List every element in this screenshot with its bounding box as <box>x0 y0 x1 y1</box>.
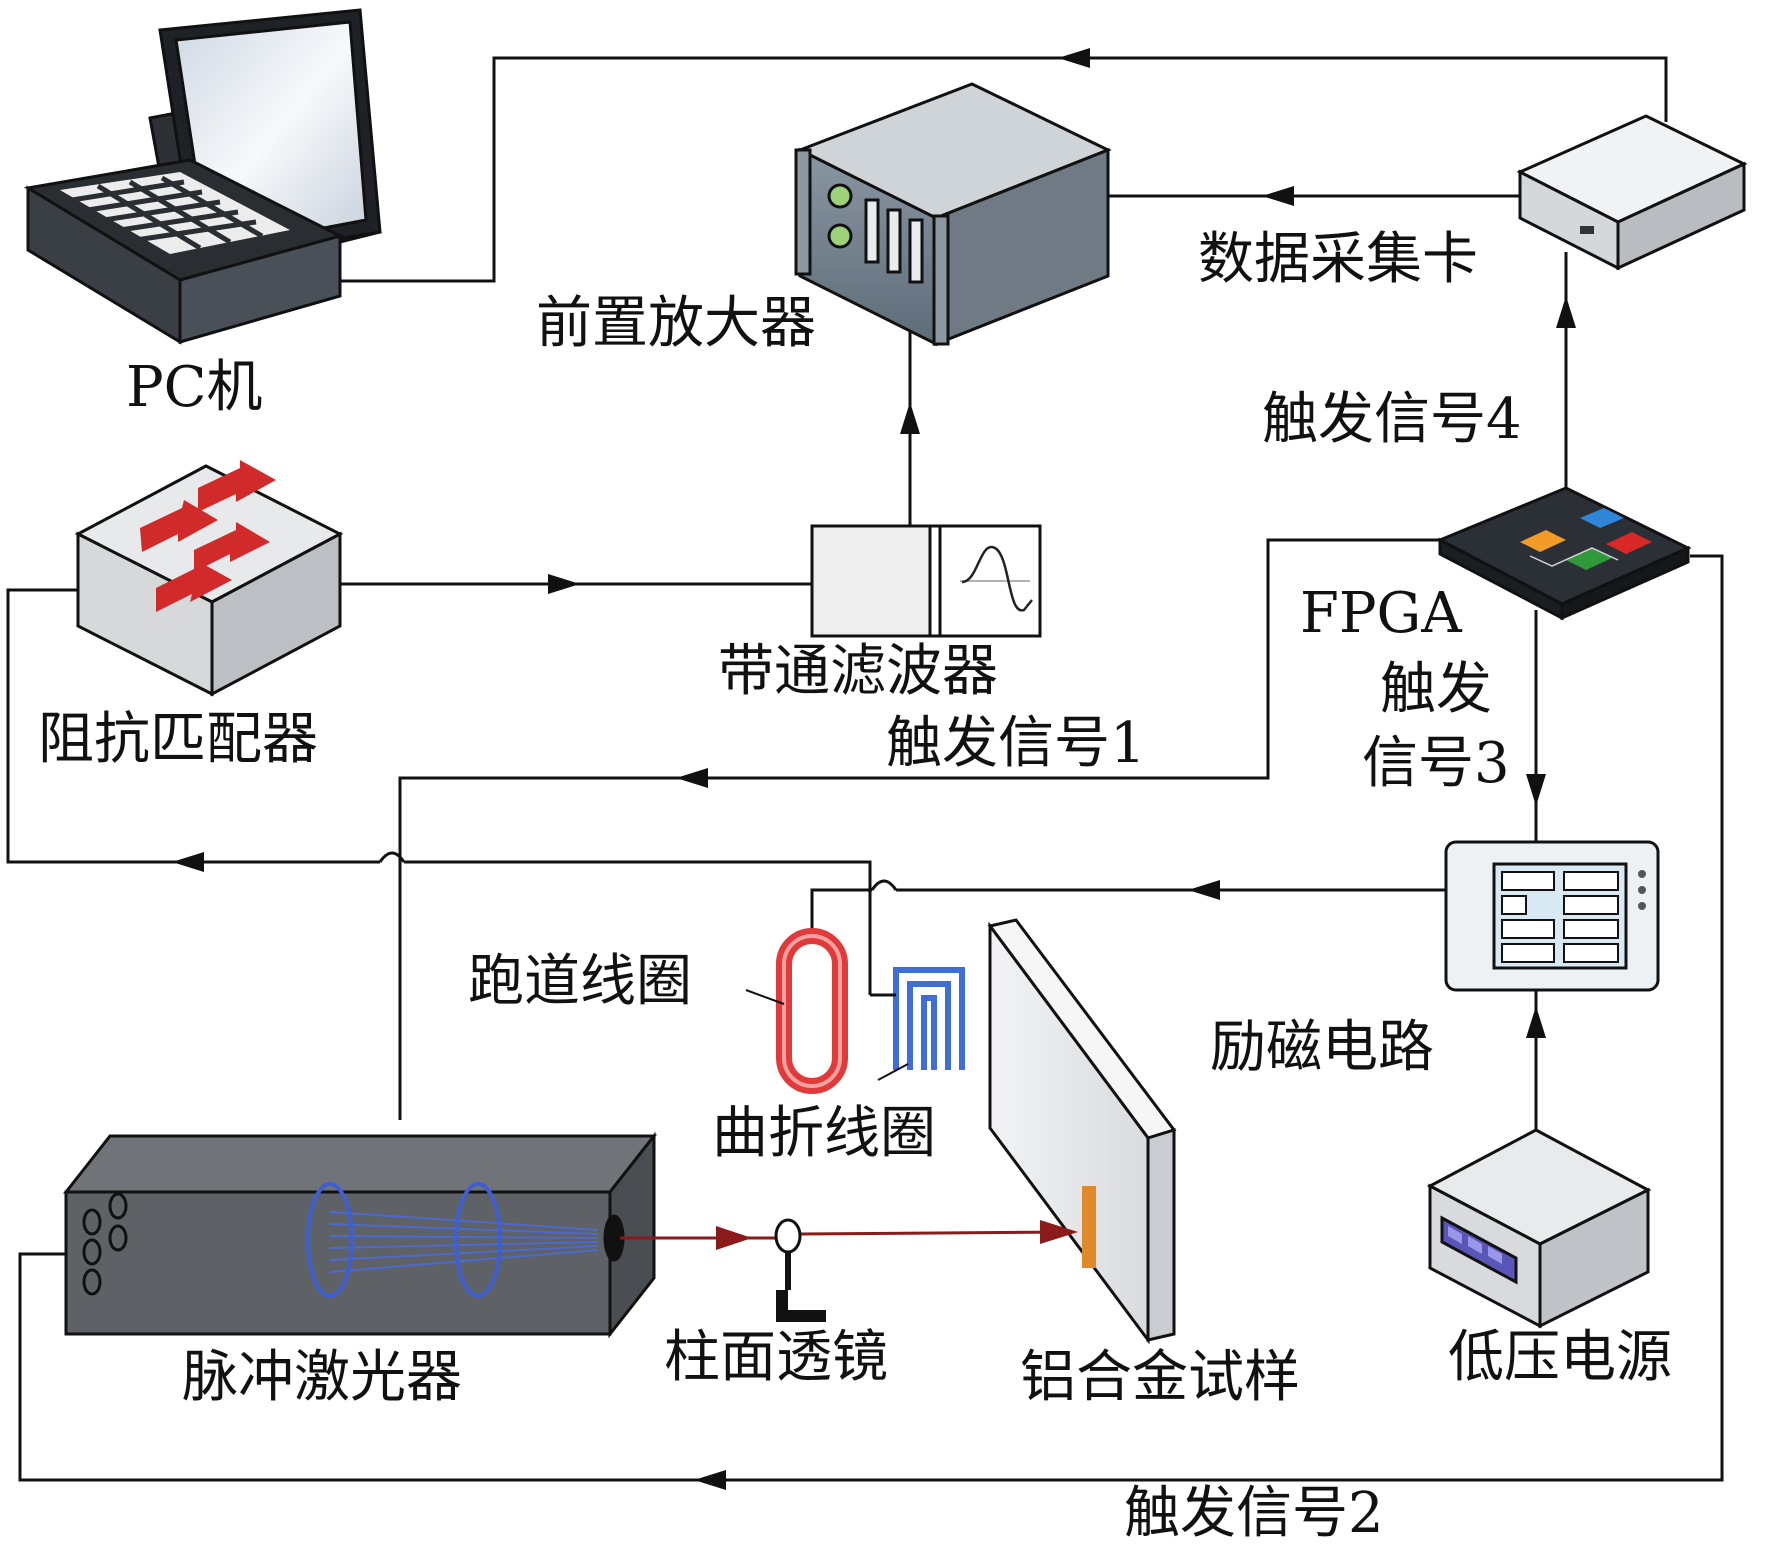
plate-icon <box>987 918 1177 1345</box>
arrow-trigger3 <box>1526 774 1546 806</box>
daq-label: 数据采集卡 <box>1198 227 1478 292</box>
excitation-circuit-label: 励磁电路 <box>1210 1015 1434 1080</box>
laser-box-icon <box>62 1131 658 1339</box>
trigger2-label: 触发信号2 <box>1124 1481 1384 1546</box>
trigger1-label: 触发信号1 <box>886 711 1146 776</box>
arrow-trigger1 <box>676 768 708 788</box>
arrowheads <box>172 48 1576 1490</box>
rack-server-icon <box>794 82 1112 347</box>
daq-card-icon <box>1516 114 1748 271</box>
bandpass-filter-label: 带通滤波器 <box>718 639 998 704</box>
low-voltage-supply-label: 低压电源 <box>1448 1325 1672 1390</box>
fpga-label: FPGA <box>1300 581 1462 646</box>
pulsed-laser-label: 脉冲激光器 <box>182 1345 462 1410</box>
preamp-label: 前置放大器 <box>536 291 816 356</box>
arrow-supply <box>1526 1006 1546 1038</box>
power-supply-icon <box>1426 1128 1652 1329</box>
pc-label: PC机 <box>126 355 263 420</box>
impedance-matcher-label: 阻抗匹配器 <box>38 707 318 772</box>
arrow-excitation <box>1188 880 1220 900</box>
arrow-daq-to-preamp <box>1262 186 1294 206</box>
wire-excitation-hop <box>870 879 898 891</box>
circuit-panel-icon <box>1444 840 1660 992</box>
laser-beam <box>620 1220 1078 1250</box>
trigger3-label-line2: 信号3 <box>1362 731 1510 796</box>
arrow-matcher-to-filter <box>548 574 580 594</box>
arrow-daq-to-pc <box>1058 48 1090 68</box>
meander-coil-icon <box>868 967 965 1081</box>
trigger4-label: 触发信号4 <box>1262 387 1522 452</box>
arrow-matcher-loop <box>172 852 204 872</box>
chip-icon <box>1436 486 1692 621</box>
wire-daq-to-pc <box>320 56 1668 283</box>
lens-icon <box>774 1218 826 1322</box>
aluminum-sample-label: 铝合金试样 <box>1020 1345 1300 1410</box>
arrow-filter-to-preamp <box>900 402 920 434</box>
arrow-trigger4 <box>1556 296 1576 328</box>
cylindrical-lens-label: 柱面透镜 <box>664 1325 888 1390</box>
sine-filter-icon <box>810 524 1042 638</box>
wire-trigger2 <box>18 554 1724 1482</box>
racetrack-coil-icon <box>745 928 848 1094</box>
arrow-trigger2 <box>694 1470 726 1490</box>
racetrack-coil-label: 跑道线圈 <box>468 949 692 1014</box>
meander-coil-label: 曲折线圈 <box>712 1101 936 1166</box>
laptop-icon <box>23 8 382 345</box>
network-switch-icon <box>74 460 344 697</box>
trigger3-label-line1: 触发 <box>1380 657 1492 722</box>
wire-trigger1 <box>398 538 1440 1120</box>
wire-matcher-loop-hop <box>378 851 406 863</box>
